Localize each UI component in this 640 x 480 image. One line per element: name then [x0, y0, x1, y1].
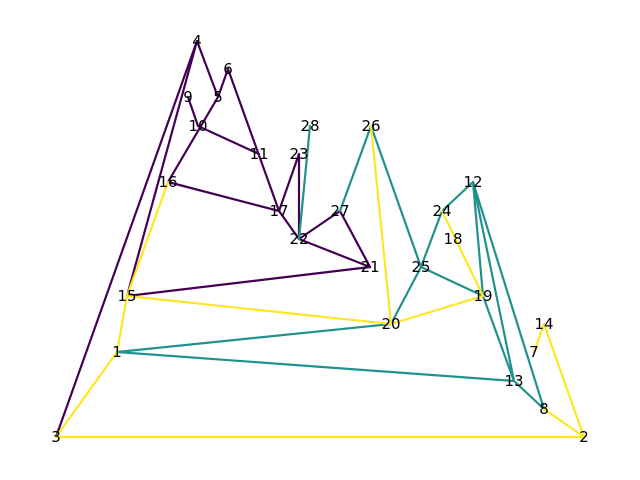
edge-17-22	[277, 209, 301, 241]
edge-3-4	[54, 39, 199, 439]
node-label-15: 15	[117, 287, 136, 305]
edge-22-27	[297, 209, 342, 241]
edge-24-12	[440, 180, 475, 213]
edge-12-8	[471, 180, 546, 411]
node-label-3: 3	[51, 428, 61, 446]
node-label-6: 6	[223, 60, 233, 78]
node-label-13: 13	[504, 372, 523, 390]
node-label-10: 10	[188, 117, 207, 135]
edge-14-2	[542, 322, 586, 439]
node-label-27: 27	[330, 202, 349, 220]
node-label-17: 17	[269, 202, 288, 220]
node-label-22: 22	[289, 230, 308, 248]
edge-25-24	[419, 209, 444, 269]
node-label-12: 12	[463, 173, 482, 191]
node-label-4: 4	[192, 32, 202, 50]
node-label-2: 2	[579, 428, 589, 446]
node-label-25: 25	[411, 258, 430, 276]
node-label-20: 20	[381, 315, 400, 333]
node-label-28: 28	[300, 117, 319, 135]
edge-10-11	[196, 124, 261, 156]
node-label-14: 14	[534, 315, 553, 333]
node-label-5: 5	[213, 88, 223, 106]
edge-28-22	[297, 124, 312, 241]
edge-15-21	[125, 265, 372, 298]
edge-26-20	[369, 124, 393, 326]
node-label-26: 26	[361, 117, 380, 135]
node-label-1: 1	[112, 343, 122, 361]
edge-1-13	[115, 350, 516, 383]
node-label-16: 16	[158, 173, 177, 191]
edge-4-15	[125, 39, 199, 298]
edge-27-21	[338, 209, 372, 269]
edge-6-5	[216, 67, 230, 99]
edge-8-2	[542, 407, 586, 439]
edge-12-19	[471, 180, 485, 298]
node-label-11: 11	[249, 145, 268, 163]
edge-25-19	[419, 265, 485, 298]
edge-9-10	[186, 95, 200, 128]
node-label-19: 19	[473, 287, 492, 305]
edge-23-17	[277, 152, 301, 213]
edge-15-16	[125, 180, 170, 298]
edge-22-21	[297, 237, 372, 269]
node-label-23: 23	[289, 145, 308, 163]
edge-1-20	[115, 322, 393, 354]
node-labels-layer: 1234567891011121314151617181920212223242…	[51, 32, 589, 446]
edge-26-25	[369, 124, 423, 269]
edge-15-20	[125, 294, 393, 326]
edge-5-16	[166, 95, 220, 184]
edge-3-1	[54, 350, 119, 439]
edge-19-13	[481, 294, 516, 383]
edge-26-27	[338, 124, 373, 213]
node-label-18: 18	[443, 230, 462, 248]
node-label-9: 9	[183, 88, 193, 106]
node-label-7: 7	[529, 343, 539, 361]
node-label-8: 8	[539, 400, 549, 418]
edge-20-19	[389, 294, 485, 326]
edge-13-8	[512, 379, 546, 411]
edge-14-7	[532, 322, 546, 354]
edge-12-13	[471, 180, 516, 383]
edge-4-5	[195, 39, 220, 99]
edge-1-15	[115, 294, 129, 354]
node-label-21: 21	[360, 258, 379, 276]
edge-25-20	[389, 265, 423, 326]
edge-6-17	[226, 67, 281, 213]
edge-24-19	[440, 209, 485, 298]
node-label-24: 24	[432, 202, 451, 220]
edge-16-17	[166, 180, 281, 213]
edges-layer	[54, 39, 586, 439]
